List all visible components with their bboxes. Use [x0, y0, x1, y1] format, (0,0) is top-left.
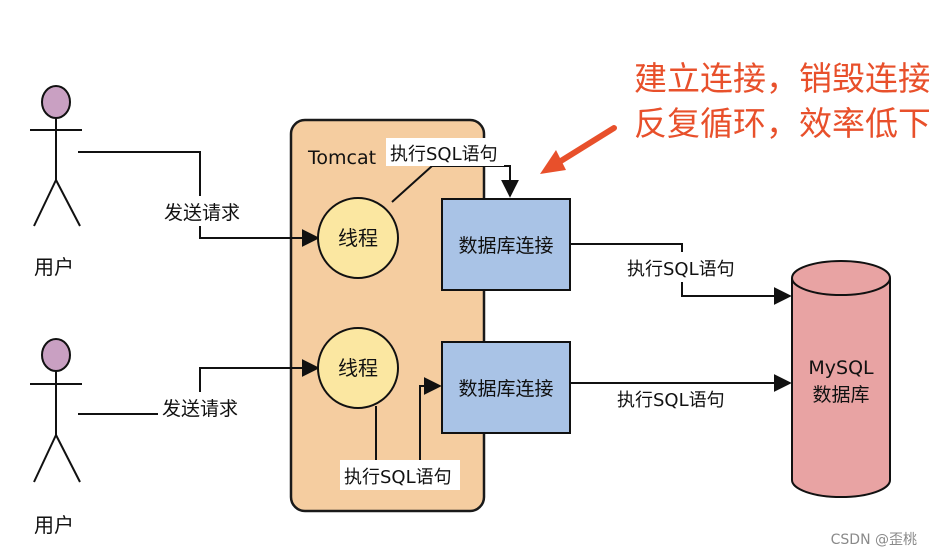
request-label-2: 发送请求 — [162, 398, 238, 420]
thread-node-2 — [317, 327, 399, 409]
user-label-1: 用户 — [34, 255, 74, 279]
thread-label-1: 线程 — [338, 226, 378, 250]
user-label-2: 用户 — [34, 513, 74, 537]
tomcat-container — [289, 118, 486, 513]
db-sql-label-1: 执行SQL语句 — [627, 259, 735, 280]
request-label-1: 发送请求 — [164, 202, 240, 224]
annotation-line-2: 反复循环，效率低下 — [634, 104, 929, 143]
db-connection-label-1: 数据库连接 — [458, 235, 553, 257]
db-connection-box-2 — [441, 341, 571, 434]
thread-sql-label-1: 执行SQL语句 — [390, 144, 498, 165]
request-connector-1 — [78, 151, 320, 247]
thread-sql-label-2: 执行SQL语句 — [344, 467, 452, 488]
user-figure-2 — [30, 338, 82, 483]
mysql-sublabel: 数据库 — [812, 384, 869, 406]
tomcat-title: Tomcat — [307, 147, 376, 169]
annotation-line-1: 建立连接，销毁连接 — [634, 59, 929, 98]
user-head-2 — [41, 338, 71, 372]
watermark: CSDN @歪桃 — [831, 532, 917, 548]
thread-label-2: 线程 — [338, 356, 378, 380]
user-head-1 — [41, 85, 71, 119]
annotation-arrow — [540, 125, 617, 174]
db-sql-label-2: 执行SQL语句 — [617, 390, 725, 411]
mysql-label: MySQL — [808, 357, 874, 379]
thread-node-1 — [317, 197, 399, 279]
mysql-database-cylinder — [791, 260, 891, 498]
request-connector-2 — [78, 359, 320, 415]
user-figure-1 — [30, 85, 82, 227]
db-connection-label-2: 数据库连接 — [458, 378, 553, 400]
